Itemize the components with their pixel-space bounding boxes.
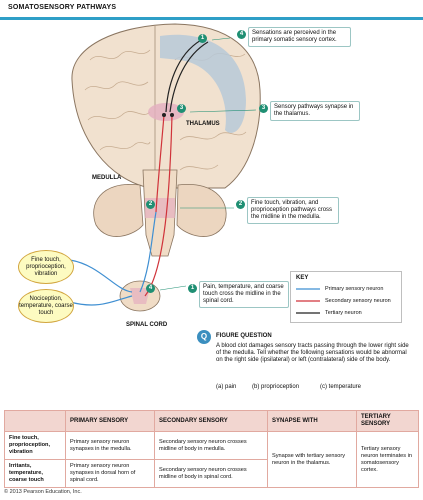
table-header-row: PRIMARY SENSORY SECONDARY SENSORY SYNAPS… xyxy=(4,410,419,432)
key-title: KEY xyxy=(296,275,309,281)
figure-question-text: A blood clot damages sensory tracts pass… xyxy=(216,343,409,363)
gyri xyxy=(84,49,247,171)
callout-2-number: 2 xyxy=(236,200,245,209)
callout-1: Pain, temperature, and coarse touch cros… xyxy=(199,281,289,308)
header-bar: SOMATOSENSORY PATHWAYS xyxy=(0,0,423,18)
key-tertiary: Tertiary neuron xyxy=(325,310,362,316)
copyright: © 2013 Pearson Education, Inc. xyxy=(4,489,82,495)
callout-3: Sensory pathways synapse in the thalamus… xyxy=(270,101,360,121)
row-head: Irritants, temperature, coarse touch xyxy=(4,459,66,488)
step-3-badge: 3 xyxy=(177,104,186,113)
brain-illustration xyxy=(69,23,261,312)
cell-secondary: Secondary sensory neuron crosses midline… xyxy=(154,431,268,460)
table-header-secondary: SECONDARY SENSORY xyxy=(154,410,268,432)
table-header-tertiary: TERTIARY SENSORY xyxy=(356,410,419,432)
callout-4-number: 4 xyxy=(237,30,246,39)
table-header-synapse: SYNAPSE WITH xyxy=(267,410,357,432)
callout-4: Sensations are perceived in the primary … xyxy=(248,27,351,47)
step-4-badge: 1 xyxy=(198,34,207,43)
cerebellum xyxy=(93,183,144,237)
legend-key: KEY Primary sensory neuron Secondary sen… xyxy=(290,271,402,323)
callout-3-number: 3 xyxy=(259,104,268,113)
table-row: Fine touch, proprioception, vibration Pr… xyxy=(4,431,419,488)
header-rule xyxy=(0,17,423,20)
key-primary: Primary sensory neuron xyxy=(325,286,384,292)
key-swatches xyxy=(296,288,320,314)
cell-primary: Primary sensory neuron synapses in the m… xyxy=(65,431,155,460)
option-pain: (a) pain xyxy=(216,384,237,390)
row-head: Fine touch, proprioception, vibration xyxy=(4,431,66,460)
page-title: SOMATOSENSORY PATHWAYS xyxy=(8,4,117,11)
medulla-label: MEDULLA xyxy=(92,175,122,181)
cell-secondary: Secondary sensory neuron crosses midline… xyxy=(154,459,268,488)
stimulus-nociception: Nociception, temperature, coarse touch xyxy=(18,289,74,323)
cell-synapse: Synapse with tertiary sensory neuron in … xyxy=(267,431,357,488)
cell-tertiary: Tertiary sensory neuron terminates in so… xyxy=(356,431,419,488)
table-row: Irritants, temperature, coarse touch Pri… xyxy=(4,459,419,488)
callout-2: Fine touch, vibration, and proprioceptio… xyxy=(247,197,339,224)
step-1-badge: 4 xyxy=(146,284,155,293)
figure-question-title: FIGURE QUESTION xyxy=(216,333,272,339)
spinal-cord-label: SPINAL CORD xyxy=(126,322,168,328)
step-2-badge: 2 xyxy=(146,200,155,209)
stimulus-fine-touch: Fine touch, proprioception, vibration xyxy=(18,250,74,284)
summary-table: PRIMARY SENSORY SECONDARY SENSORY SYNAPS… xyxy=(4,410,419,488)
figure-question-badge: Q xyxy=(197,330,211,344)
cell-primary: Primary sensory neuron synapses in dorsa… xyxy=(65,459,155,488)
key-secondary: Secondary sensory neuron xyxy=(325,298,391,304)
callout-1-number: 1 xyxy=(188,284,197,293)
table-header-primary: PRIMARY SENSORY xyxy=(65,410,155,432)
option-temperature: (c) temperature xyxy=(320,384,362,390)
thalamus-label: THALAMUS xyxy=(186,121,220,127)
table-header-empty xyxy=(4,410,66,432)
option-proprioception: (b) proprioception xyxy=(252,384,300,390)
